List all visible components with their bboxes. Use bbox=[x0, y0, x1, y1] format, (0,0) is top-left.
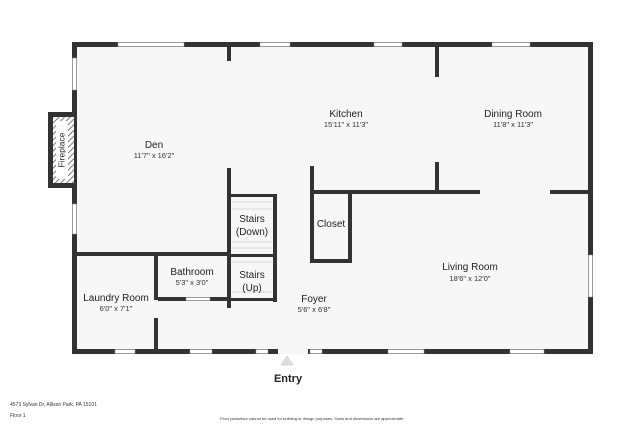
stair-treads bbox=[232, 201, 272, 293]
floor-area bbox=[75, 45, 590, 351]
stairs-up-line1: Stairs bbox=[239, 270, 265, 281]
entry-arrow-icon bbox=[280, 355, 294, 366]
fireplace: Fireplace bbox=[48, 112, 74, 188]
dining-name: Dining Room bbox=[484, 109, 542, 120]
living-room-dim: 18'6" x 12'0" bbox=[449, 274, 490, 283]
floor-label: Floor 1 bbox=[10, 413, 26, 419]
stairs-down-line2: (Down) bbox=[236, 227, 268, 238]
bathroom-name: Bathroom bbox=[170, 267, 213, 278]
closet-name: Closet bbox=[317, 219, 346, 230]
windows bbox=[72, 42, 593, 354]
foyer-name: Foyer bbox=[301, 294, 327, 305]
laundry-name: Laundry Room bbox=[83, 293, 149, 304]
fireplace-label: Fireplace bbox=[56, 132, 66, 167]
address-text: 4573 Sylvan Dr, Allison Park, PA 15101 bbox=[10, 402, 97, 408]
stairs-down-line1: Stairs bbox=[239, 214, 265, 225]
stairs-up-line2: (Up) bbox=[242, 283, 261, 294]
den-dim: 11'7" x 16'2" bbox=[134, 151, 175, 160]
foyer-dim: 5'6" x 6'8" bbox=[298, 305, 331, 314]
den-name: Den bbox=[145, 140, 163, 151]
disclaimer-text: Floor plans/tour cannot be used for buil… bbox=[220, 416, 405, 421]
bathroom-dim: 5'3" x 3'0" bbox=[176, 278, 209, 287]
kitchen-name: Kitchen bbox=[329, 109, 362, 120]
entry-door bbox=[278, 349, 308, 354]
outer-walls bbox=[72, 42, 593, 354]
dining-dim: 11'8" x 11'3" bbox=[493, 120, 533, 129]
laundry-dim: 6'0" x 7'1" bbox=[100, 304, 133, 313]
living-room-name: Living Room bbox=[442, 262, 498, 273]
kitchen-dim: 15'11" x 11'3" bbox=[324, 120, 369, 129]
entry-label: Entry bbox=[274, 373, 303, 385]
